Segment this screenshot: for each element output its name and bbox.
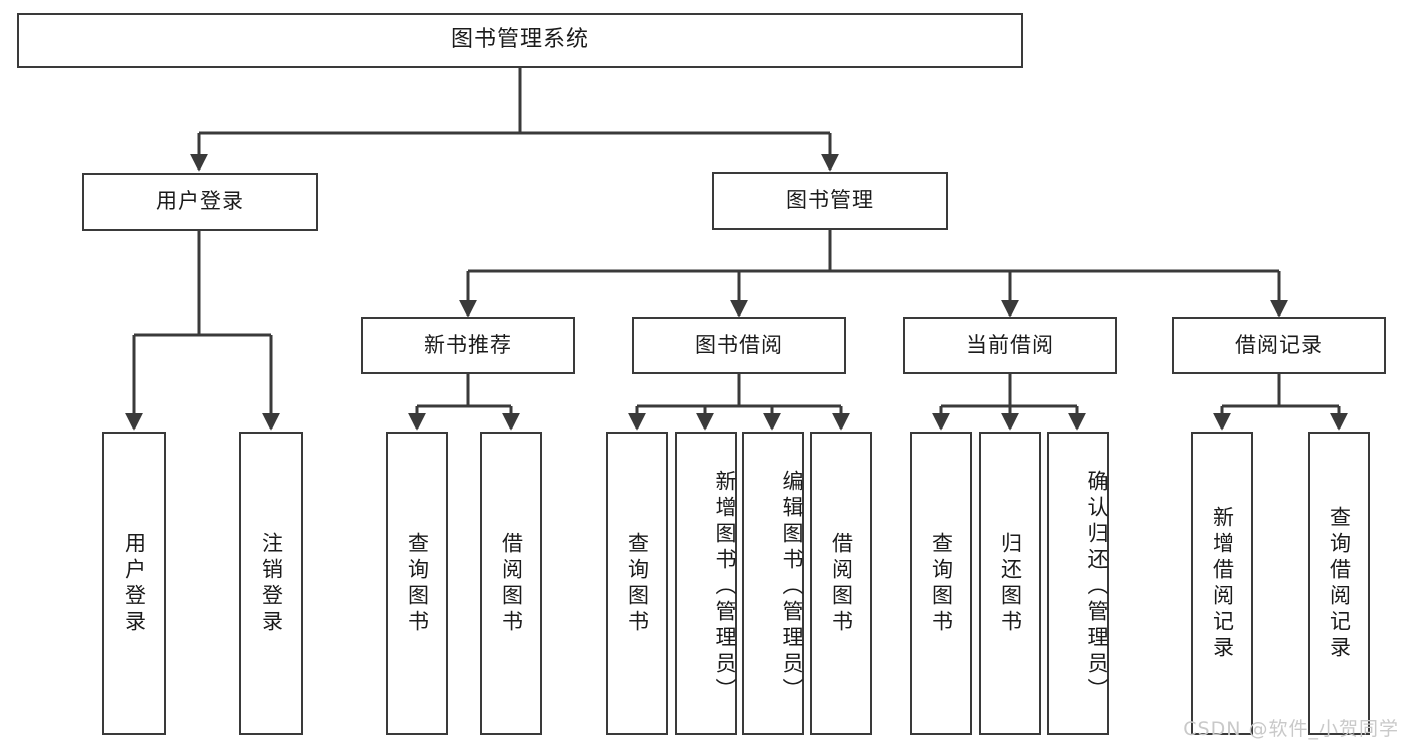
node-new-book-recommend[interactable]: 新书推荐 (361, 317, 575, 374)
node-leaf-return-book[interactable]: 归还图书 (979, 432, 1041, 735)
node-leaf-query-record[interactable]: 查询借阅记录 (1308, 432, 1370, 735)
node-leaf-confirm-return[interactable]: 确认归还（管理员） (1047, 432, 1109, 735)
node-user-login[interactable]: 用户登录 (82, 173, 318, 231)
node-leaf-borrow-book-2[interactable]: 借阅图书 (810, 432, 872, 735)
node-leaf-borrow-book-1-label: 借阅图书 (499, 531, 524, 636)
node-leaf-add-record-label: 新增借阅记录 (1210, 505, 1235, 662)
node-borrow-record[interactable]: 借阅记录 (1172, 317, 1386, 374)
node-leaf-add-book[interactable]: 新增图书（管理员） (675, 432, 737, 735)
node-leaf-confirm-return-label: 确认归还（管理员） (1085, 469, 1109, 704)
node-leaf-logout[interactable]: 注销登录 (239, 432, 303, 735)
node-book-borrow[interactable]: 图书借阅 (632, 317, 846, 374)
node-leaf-add-book-label: 新增图书（管理员） (713, 469, 737, 704)
node-leaf-query-book-3-label: 查询图书 (929, 531, 954, 636)
node-leaf-query-record-label: 查询借阅记录 (1327, 505, 1352, 662)
node-leaf-query-book-1[interactable]: 查询图书 (386, 432, 448, 735)
node-leaf-add-record[interactable]: 新增借阅记录 (1191, 432, 1253, 735)
node-leaf-edit-book[interactable]: 编辑图书（管理员） (742, 432, 804, 735)
node-leaf-query-book-2-label: 查询图书 (625, 531, 650, 636)
node-leaf-edit-book-label: 编辑图书（管理员） (780, 469, 804, 704)
node-leaf-borrow-book-1[interactable]: 借阅图书 (480, 432, 542, 735)
node-leaf-user-login[interactable]: 用户登录 (102, 432, 166, 735)
node-current-borrow[interactable]: 当前借阅 (903, 317, 1117, 374)
node-root-system[interactable]: 图书管理系统 (17, 13, 1023, 68)
node-leaf-user-login-label: 用户登录 (122, 531, 147, 636)
node-leaf-query-book-1-label: 查询图书 (405, 531, 430, 636)
node-leaf-logout-label: 注销登录 (259, 531, 284, 636)
node-book-manage[interactable]: 图书管理 (712, 172, 948, 230)
node-leaf-query-book-2[interactable]: 查询图书 (606, 432, 668, 735)
node-leaf-return-book-label: 归还图书 (998, 531, 1023, 636)
node-leaf-query-book-3[interactable]: 查询图书 (910, 432, 972, 735)
watermark-text: CSDN @软件_小贺同学 (1183, 718, 1399, 740)
node-leaf-borrow-book-2-label: 借阅图书 (829, 531, 854, 636)
